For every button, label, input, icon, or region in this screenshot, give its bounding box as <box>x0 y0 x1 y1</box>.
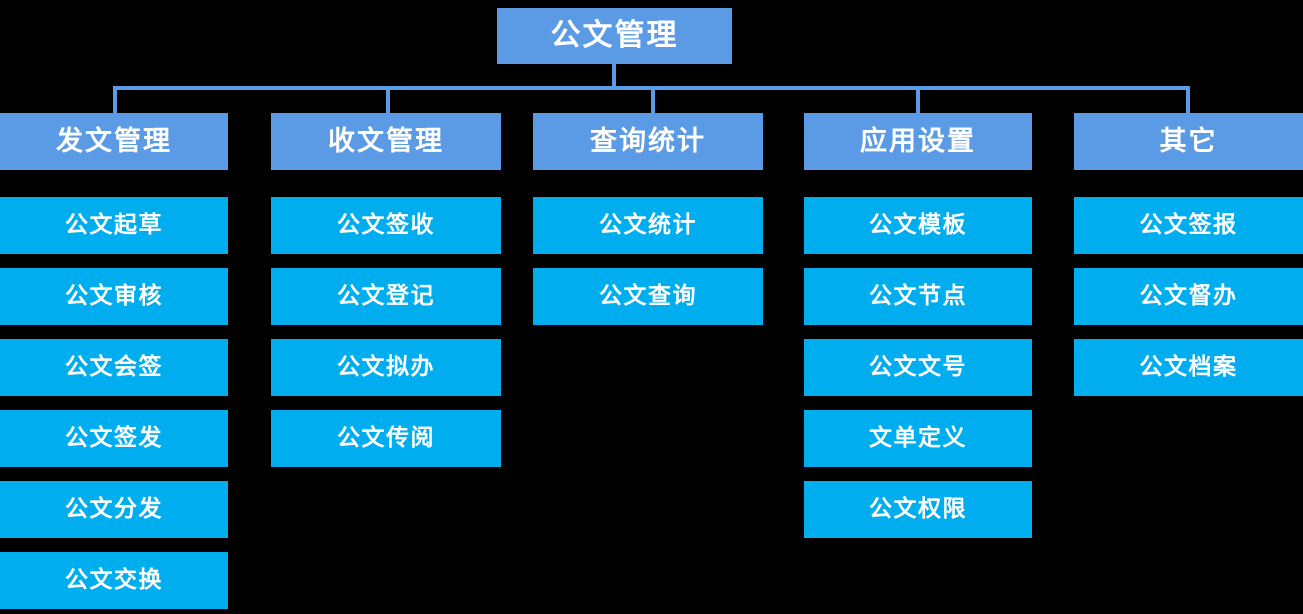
leaf-node-gongwennibao[interactable]: 公文拟办 <box>271 339 501 396</box>
leaf-node-gongwentongji[interactable]: 公文统计 <box>533 197 763 254</box>
connector-drop-branch-1 <box>113 86 117 113</box>
leaf-node-gongwenqianbao[interactable]: 公文签报 <box>1074 197 1303 254</box>
leaf-node-gongwenfenfa[interactable]: 公文分发 <box>0 481 228 538</box>
branch-node-yingyongshezhi[interactable]: 应用设置 <box>804 113 1032 170</box>
leaf-node-gongwenchaxun[interactable]: 公文查询 <box>533 268 763 325</box>
branch-node-qita[interactable]: 其它 <box>1074 113 1303 170</box>
branch-node-shouwenguanli[interactable]: 收文管理 <box>271 113 501 170</box>
leaf-node-gongwenmuban[interactable]: 公文模板 <box>804 197 1032 254</box>
branch-node-chaxuntongji[interactable]: 查询统计 <box>533 113 763 170</box>
leaf-node-gongwenshenhe[interactable]: 公文审核 <box>0 268 228 325</box>
root-node-gongwenguanli[interactable]: 公文管理 <box>497 8 732 64</box>
leaf-node-gongwendengji[interactable]: 公文登记 <box>271 268 501 325</box>
leaf-node-gongwenchuanyue[interactable]: 公文传阅 <box>271 410 501 467</box>
leaf-node-gongwendangan[interactable]: 公文档案 <box>1074 339 1303 396</box>
leaf-node-wendandingyi[interactable]: 文单定义 <box>804 410 1032 467</box>
connector-drop-branch-5 <box>1186 86 1190 113</box>
leaf-node-gongwenjiaohuan[interactable]: 公文交换 <box>0 552 228 609</box>
leaf-node-gongwenjiedian[interactable]: 公文节点 <box>804 268 1032 325</box>
leaf-node-gongwenwenhao[interactable]: 公文文号 <box>804 339 1032 396</box>
leaf-node-gongwenqicao[interactable]: 公文起草 <box>0 197 228 254</box>
leaf-node-gongwenquanxian[interactable]: 公文权限 <box>804 481 1032 538</box>
leaf-node-gongwenqianshou[interactable]: 公文签收 <box>271 197 501 254</box>
connector-root-stem <box>612 64 616 88</box>
connector-drop-branch-4 <box>916 86 920 113</box>
leaf-node-gongwenqianfa[interactable]: 公文签发 <box>0 410 228 467</box>
leaf-node-gongwenhuiqian[interactable]: 公文会签 <box>0 339 228 396</box>
connector-drop-branch-3 <box>651 86 655 113</box>
connector-drop-branch-2 <box>386 86 390 113</box>
branch-node-fawenguanli[interactable]: 发文管理 <box>0 113 228 170</box>
leaf-node-gongwendubao[interactable]: 公文督办 <box>1074 268 1303 325</box>
